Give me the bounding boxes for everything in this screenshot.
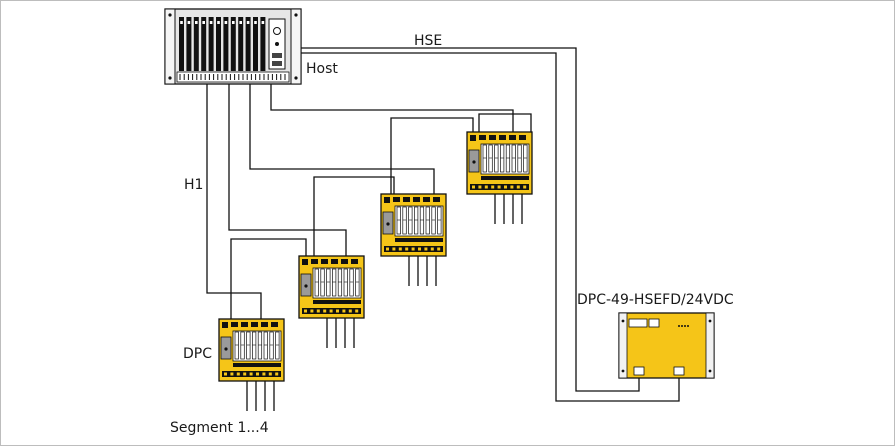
hse-module-icon [618,312,715,379]
dpc-modules [218,131,533,411]
wire-4 [228,84,347,256]
wire-7 [390,117,474,194]
dpc-label: DPC [183,346,212,362]
dpc-module-icon [466,131,533,224]
segment-label: Segment 1...4 [170,420,269,436]
wire-9 [478,113,532,132]
wiring [206,47,680,402]
h1-label: H1 [184,177,203,193]
wire-8 [270,84,514,132]
wire-0 [301,47,640,392]
wire-3 [230,238,307,319]
host-label: Host [306,61,338,77]
hse-module-label: DPC-49-HSEFD/24VDC [577,292,734,308]
dpc-module-icon [380,193,447,286]
dpc-module-icon [218,318,285,411]
wire-2 [206,84,262,319]
wire-1 [301,52,680,402]
wire-5 [313,176,395,256]
host-rack-icon [164,8,302,85]
dpc-module-icon [298,255,365,348]
hse-label: HSE [414,33,442,49]
wire-6 [249,84,435,194]
